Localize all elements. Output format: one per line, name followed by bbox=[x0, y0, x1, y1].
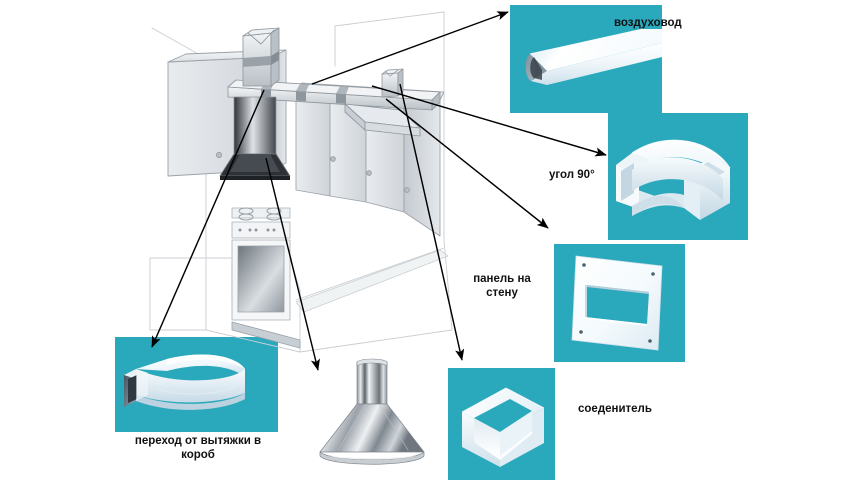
callout-panel-angle-90 bbox=[608, 113, 748, 240]
label-wall-panel: панель на стену bbox=[473, 273, 531, 299]
label-air-duct: воздуховод bbox=[614, 17, 682, 29]
label-connector: соеденитель bbox=[578, 403, 652, 415]
callout-panel-connector bbox=[448, 368, 555, 480]
callout-panel-wall-plate bbox=[554, 244, 685, 362]
label-hood-transition: переход от вытяжки в короб bbox=[134, 435, 262, 461]
label-angle-90: угол 90° bbox=[549, 169, 595, 181]
callout-panel-hood-transition bbox=[115, 337, 278, 432]
